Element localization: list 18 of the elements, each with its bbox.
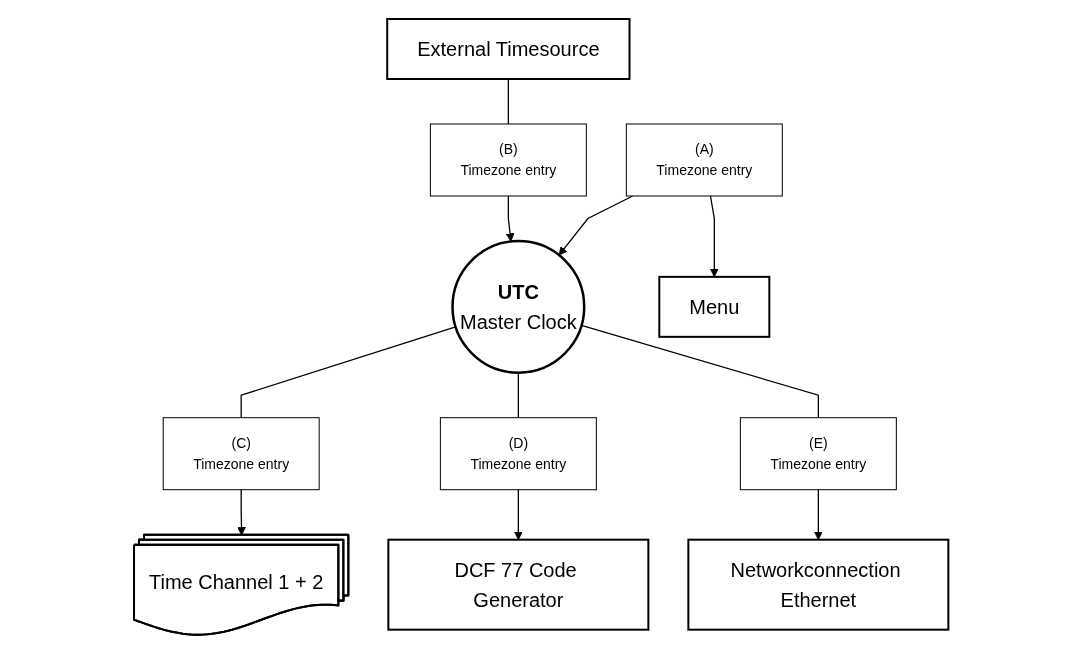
node-circle: UTC Master Clock bbox=[451, 239, 586, 375]
node-box: (A) Timezone entry bbox=[625, 123, 783, 197]
arrow bbox=[505, 195, 515, 242]
node-box: (E) Timezone entry bbox=[739, 417, 897, 491]
node-box: Networkconnection Ethernet bbox=[687, 538, 950, 631]
node-box: External Timesource bbox=[386, 18, 631, 81]
connector bbox=[240, 326, 457, 419]
connector bbox=[580, 324, 819, 419]
node-box: Menu bbox=[658, 276, 771, 338]
connector bbox=[517, 372, 519, 419]
node-box: (B) Timezone entry bbox=[429, 123, 587, 197]
arrow bbox=[709, 195, 719, 278]
node-box: (C) Timezone entry bbox=[162, 417, 320, 491]
connector bbox=[507, 78, 509, 125]
arrow bbox=[813, 489, 823, 541]
node-box: (D) Timezone entry bbox=[439, 417, 597, 491]
arrow bbox=[513, 489, 523, 541]
node-box: DCF 77 Code Generator bbox=[387, 538, 650, 631]
